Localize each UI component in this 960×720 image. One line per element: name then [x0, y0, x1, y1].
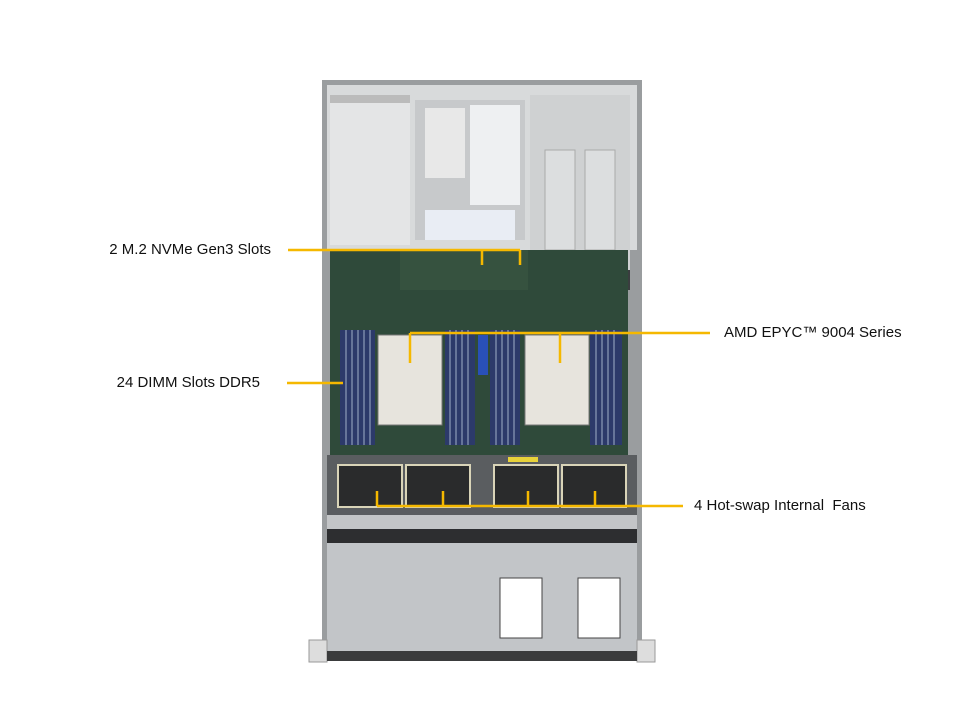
callout-fans: 4 Hot-swap Internal Fans: [694, 497, 866, 514]
crossbar: [327, 515, 637, 529]
service-label-1: [499, 577, 543, 639]
air-shroud-clip: [478, 335, 488, 375]
riser-label: [425, 210, 515, 240]
service-label-2: [577, 577, 621, 639]
callout-lines: [287, 248, 710, 508]
callout-m2-slots: 2 M.2 NVMe Gen3 Slots: [109, 241, 271, 258]
cpu-heatsink-2: [524, 334, 590, 426]
callout-cpu: AMD EPYC™ 9004 Series: [724, 324, 902, 341]
callout-dimm-slots: 24 DIMM Slots DDR5: [116, 374, 260, 391]
